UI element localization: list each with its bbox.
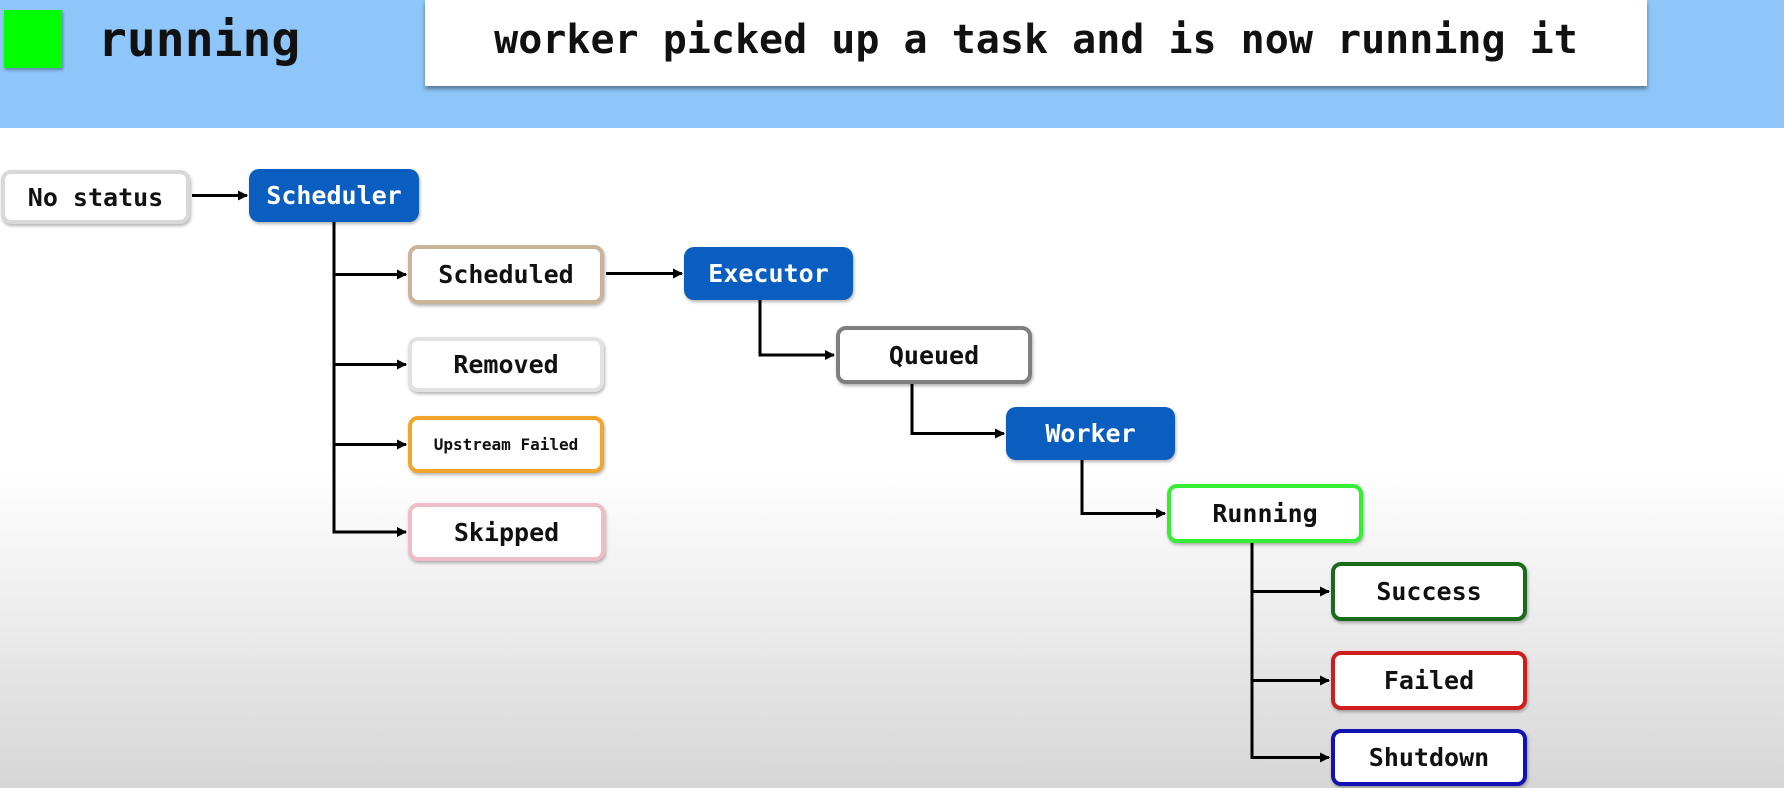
node-running: Running xyxy=(1167,484,1363,543)
status-header: running worker picked up a task and is n… xyxy=(0,0,1784,128)
node-skipped: Skipped xyxy=(408,503,605,561)
connector-running-to-failed xyxy=(1250,543,1330,686)
connector-executor-to-queued xyxy=(758,300,835,360)
node-scheduled: Scheduled xyxy=(408,245,604,304)
node-upstream-failed-label: Upstream Failed xyxy=(433,435,579,454)
node-queued-label: Queued xyxy=(888,340,980,370)
node-no-status: No status xyxy=(1,170,190,224)
node-failed: Failed xyxy=(1331,651,1527,710)
connector-scheduler-to-scheduled xyxy=(332,222,407,280)
node-removed: Removed xyxy=(408,337,604,392)
node-queued: Queued xyxy=(836,326,1032,384)
node-failed-label: Failed xyxy=(1383,666,1475,695)
connector-worker-to-running xyxy=(1080,460,1166,519)
node-upstream-failed: Upstream Failed xyxy=(408,416,604,473)
connector-running-to-shutdown xyxy=(1250,543,1330,763)
node-running-label: Running xyxy=(1212,499,1318,528)
connector-queued-to-worker xyxy=(910,384,1005,439)
connector-scheduler-to-removed xyxy=(332,222,407,370)
connector-scheduler-to-upstream-failed xyxy=(332,222,407,450)
node-worker-label: Worker xyxy=(1045,419,1136,448)
node-removed-label: Removed xyxy=(453,350,559,379)
node-shutdown-label: Shutdown xyxy=(1368,743,1490,772)
node-scheduled-label: Scheduled xyxy=(438,260,574,289)
node-executor: Executor xyxy=(684,247,853,300)
node-success: Success xyxy=(1331,562,1527,621)
status-color-swatch xyxy=(4,10,62,68)
node-skipped-label: Skipped xyxy=(453,517,560,547)
connector-scheduler-to-skipped xyxy=(332,222,407,537)
node-scheduler-label: Scheduler xyxy=(266,181,402,210)
status-description: worker picked up a task and is now runni… xyxy=(494,17,1578,63)
node-scheduler: Scheduler xyxy=(249,169,419,222)
connector-running-to-success xyxy=(1250,543,1330,597)
node-success-label: Success xyxy=(1376,577,1482,606)
node-no-status-label: No status xyxy=(27,182,164,212)
node-shutdown: Shutdown xyxy=(1331,729,1527,786)
node-worker: Worker xyxy=(1006,407,1175,460)
status-description-box: worker picked up a task and is now runni… xyxy=(425,0,1647,86)
node-executor-label: Executor xyxy=(708,259,829,288)
status-title: running xyxy=(98,12,301,68)
